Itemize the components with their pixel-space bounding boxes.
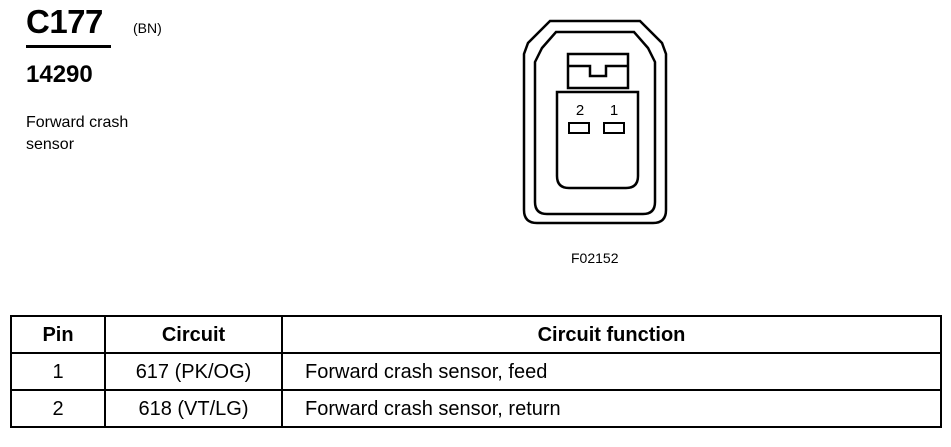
connector-outer-housing [522, 19, 668, 225]
pin-label-1: 1 [610, 102, 618, 119]
connector-id: C177 [26, 3, 103, 40]
table-row: 1 617 (PK/OG) Forward crash sensor, feed [10, 352, 942, 391]
cell-circuit: 618 (VT/LG) [104, 389, 283, 428]
connector-id-underline [26, 45, 111, 48]
cell-circuit-function: Forward crash sensor, feed [281, 352, 942, 391]
column-header-circuit: Circuit [104, 315, 283, 354]
table-header-row: Pin Circuit Circuit function [10, 315, 942, 354]
part-number: 14290 [26, 61, 93, 88]
component-description: Forward crash sensor [26, 114, 129, 153]
cell-circuit: 617 (PK/OG) [104, 352, 283, 391]
cell-pin: 1 [10, 352, 106, 391]
pin-label-2: 2 [576, 102, 584, 119]
connector-inner-housing [533, 30, 657, 216]
cell-circuit-function: Forward crash sensor, return [281, 389, 942, 428]
terminal-pin-1 [603, 122, 625, 134]
column-header-circuit-function: Circuit function [281, 315, 942, 354]
locking-tab [566, 52, 630, 90]
column-header-pin: Pin [10, 315, 106, 354]
locking-tab-notch [568, 64, 628, 78]
color-code: (BN) [133, 20, 162, 36]
terminal-pin-2 [568, 122, 590, 134]
connector-face-diagram: 2 1 [522, 19, 668, 225]
terminal-cavity-block [555, 90, 640, 190]
table-row: 2 618 (VT/LG) Forward crash sensor, retu… [10, 389, 942, 428]
cell-pin: 2 [10, 389, 106, 428]
pinout-table: Pin Circuit Circuit function 1 617 (PK/O… [10, 315, 942, 428]
figure-code: F02152 [571, 250, 619, 266]
